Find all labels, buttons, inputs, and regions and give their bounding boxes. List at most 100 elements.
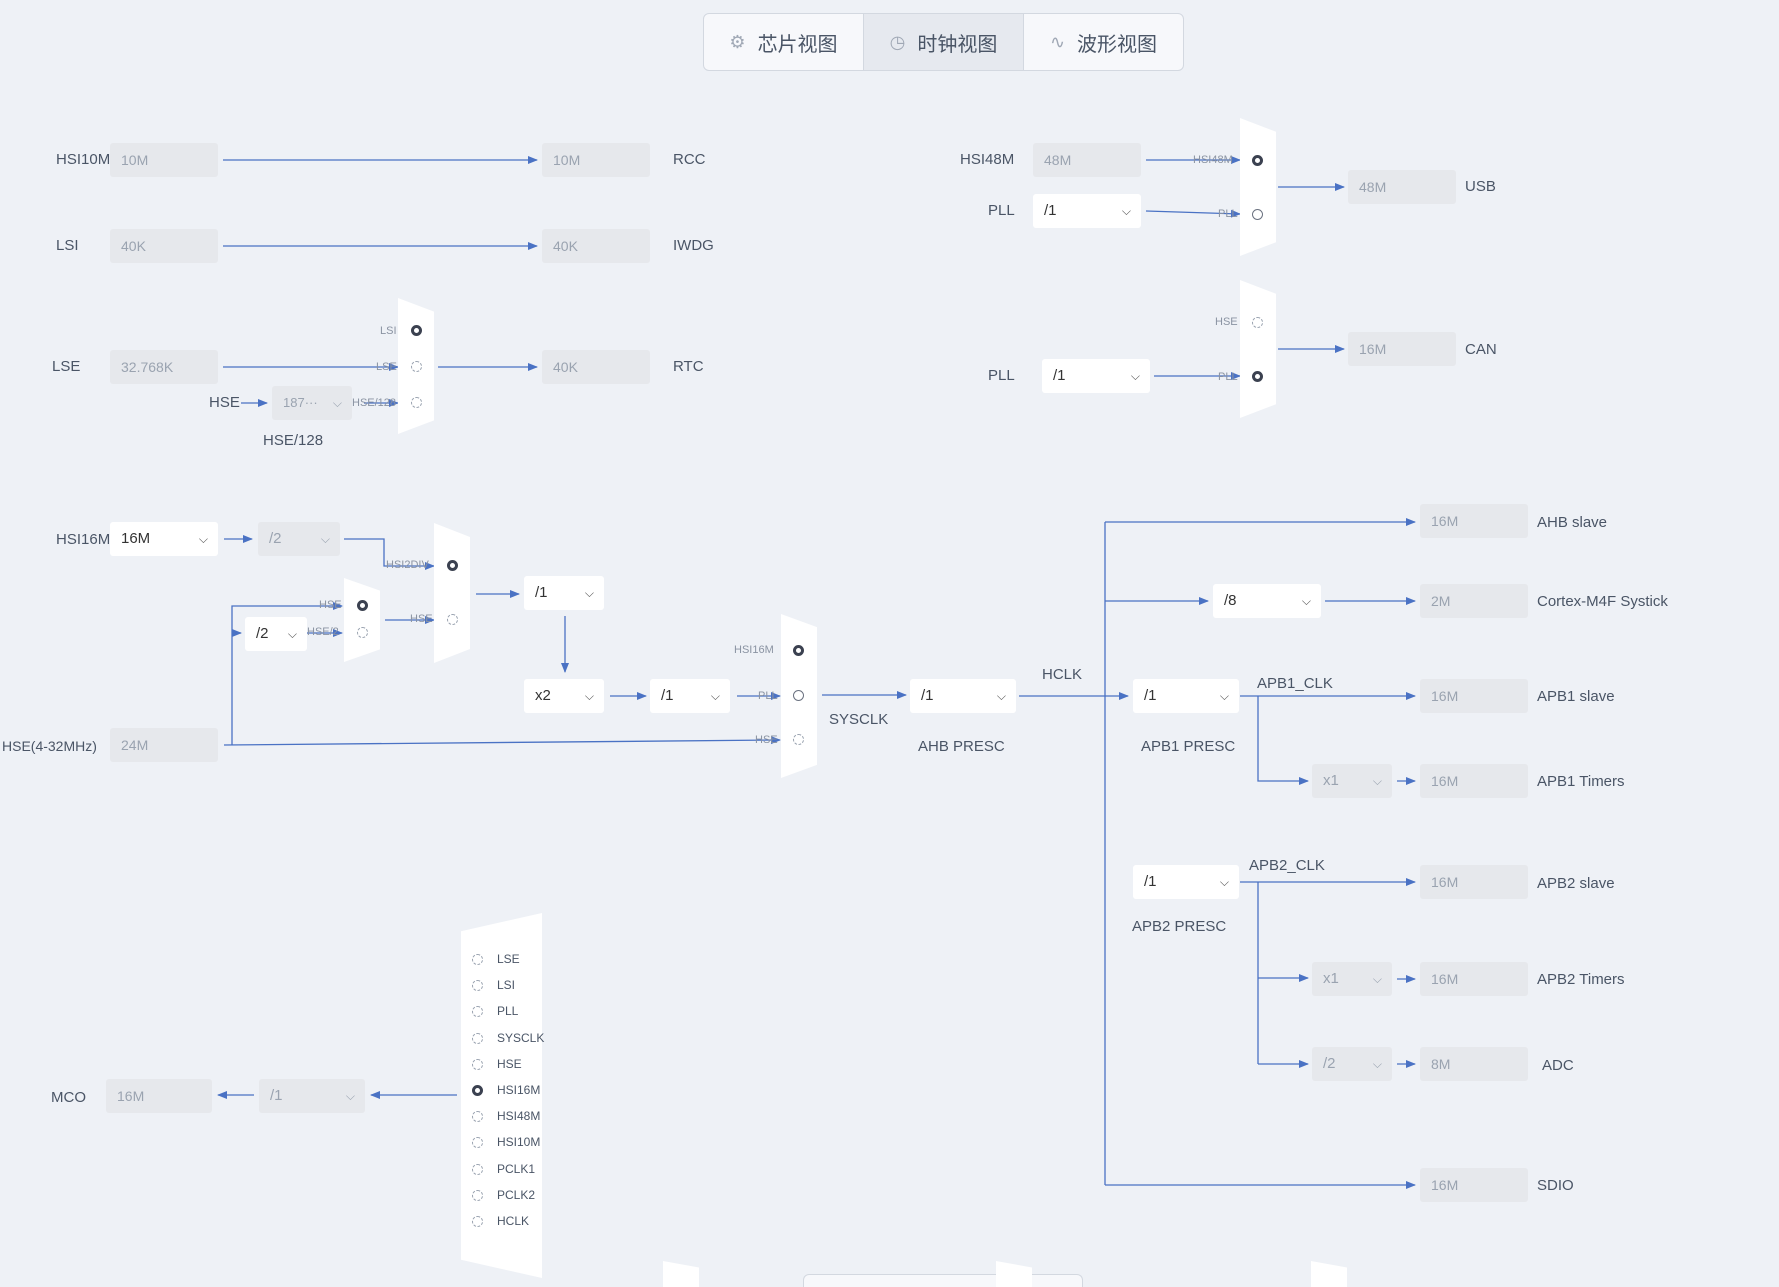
pll-hse-radio-hse2[interactable] xyxy=(357,627,368,638)
rcc-value: 10M xyxy=(542,143,650,177)
can-source-mux xyxy=(1240,280,1276,418)
can-label: CAN xyxy=(1465,341,1497,358)
can-mux-input-pll: PLL xyxy=(1218,371,1238,383)
mco-radio-pclk1[interactable] xyxy=(472,1163,483,1175)
apb1-slave-value: 16M xyxy=(1420,679,1528,713)
hclk-label: HCLK xyxy=(1042,666,1083,683)
mco-radio-hse[interactable] xyxy=(472,1058,483,1070)
hse-divider-select[interactable]: /2⌵ xyxy=(245,617,307,651)
chevron-down-icon: ⌵ xyxy=(1372,774,1382,788)
pll-source-mux xyxy=(434,523,470,663)
pll-mux-input-hsi2div: HSI2DIV xyxy=(386,559,429,571)
pll-multiplier-select[interactable]: x2⌵ xyxy=(524,679,604,713)
tab-waveform-view[interactable]: ∿波形视图 xyxy=(1049,31,1158,56)
tab-chip-view[interactable]: ⚙芯片视图 xyxy=(704,14,864,70)
mco-radio-lse[interactable] xyxy=(472,954,483,965)
mco-divider-select[interactable]: /1⌵ xyxy=(259,1079,365,1113)
sysclk-radio-hse[interactable] xyxy=(793,734,804,745)
chevron-down-icon: ⌵ xyxy=(345,1089,355,1103)
systick-divider-select[interactable]: /8⌵ xyxy=(1213,584,1321,618)
apb1-prescaler-select[interactable]: /1⌵ xyxy=(1133,679,1239,713)
pll-hse-mux-input-hse2: HSE/2 xyxy=(307,626,339,638)
mco-value: 16M xyxy=(106,1079,212,1113)
sysclk-mux-input-hsi16m: HSI16M xyxy=(734,644,774,656)
mco-option-pclk2: PCLK2 xyxy=(497,1187,536,1202)
usb-value: 48M xyxy=(1348,170,1456,204)
rtc-radio-lsi[interactable] xyxy=(411,325,422,336)
hsi16-divider-select[interactable]: /2⌵ xyxy=(258,522,340,556)
usb-label: USB xyxy=(1465,178,1496,195)
apb1-timer-multiplier-select[interactable]: x1⌵ xyxy=(1312,764,1392,798)
chevron-down-icon: ⌵ xyxy=(996,689,1006,703)
ahb-prescaler-select[interactable]: /1⌵ xyxy=(910,679,1016,713)
view-tabs: ⚙芯片视图 ◷时钟视图 ∿波形视图 xyxy=(703,13,1184,71)
mco-radio-pll[interactable] xyxy=(472,1006,483,1018)
chevron-down-icon: ⌵ xyxy=(287,627,297,641)
tab-clock-view[interactable]: ◷时钟视图 xyxy=(864,14,1024,70)
lse-label: LSE xyxy=(52,358,81,375)
pll-radio-hsi2div[interactable] xyxy=(447,560,458,571)
sysclk-label: SYSCLK xyxy=(829,711,889,728)
can-radio-hse[interactable] xyxy=(1252,317,1263,328)
partial-mux-left xyxy=(663,1261,699,1287)
partial-mux-right xyxy=(1311,1261,1347,1287)
apb2-clk-label: APB2_CLK xyxy=(1249,857,1325,874)
pll-hse-radio-hse[interactable] xyxy=(357,600,368,611)
systick-value: 2M xyxy=(1420,584,1528,618)
adc-label: ADC xyxy=(1542,1057,1574,1074)
mco-option-lsi: LSI xyxy=(497,978,516,993)
can-pll-divider-select[interactable]: /1⌵ xyxy=(1042,359,1150,393)
mco-radio-hclk[interactable] xyxy=(472,1216,483,1227)
mco-radio-sysclk[interactable] xyxy=(472,1032,483,1044)
can-radio-pll[interactable] xyxy=(1252,371,1263,382)
can-pll-label: PLL xyxy=(988,367,1015,384)
mco-option-hsi10m: HSI10M xyxy=(497,1135,541,1150)
mco-radio-pclk2[interactable] xyxy=(472,1189,483,1201)
mco-radio-hsi10m[interactable] xyxy=(472,1137,483,1149)
chevron-down-icon: ⌵ xyxy=(1372,1057,1382,1071)
apb1-clk-label: APB1_CLK xyxy=(1257,675,1333,692)
chevron-down-icon: ⌵ xyxy=(1130,369,1140,383)
mco-label: MCO xyxy=(51,1089,86,1106)
chevron-down-icon: ⌵ xyxy=(198,532,208,546)
mco-radio-hsi48m[interactable] xyxy=(472,1111,483,1123)
sysclk-radio-hsi16m[interactable] xyxy=(793,645,804,656)
usb-pll-label: PLL xyxy=(988,202,1015,219)
chevron-down-icon: ⌵ xyxy=(1372,972,1382,986)
waveform-icon: ∿ xyxy=(1049,31,1066,52)
sysclk-radio-pll[interactable] xyxy=(793,690,804,701)
hse-value: 24M xyxy=(110,728,218,762)
pll-radio-hse[interactable] xyxy=(447,614,458,625)
pll-prediv-select[interactable]: /1⌵ xyxy=(524,576,604,610)
chevron-down-icon: ⌵ xyxy=(584,586,594,600)
rtc-mux-input-lse: LSE xyxy=(376,361,397,373)
hsi48m-label: HSI48M xyxy=(960,151,1015,168)
adc-value: 8M xyxy=(1420,1047,1528,1081)
rtc-hse-divider-select[interactable]: 187···⌵ xyxy=(272,386,352,420)
apb2-slave-value: 16M xyxy=(1420,865,1528,899)
chevron-down-icon: ⌵ xyxy=(1219,689,1229,703)
usb-pll-divider-select[interactable]: /1⌵ xyxy=(1033,194,1141,228)
mco-option-hsi16m: HSI16M xyxy=(497,1083,541,1097)
hsi10m-label: HSI10M xyxy=(56,151,111,168)
hsi16m-select[interactable]: 16M⌵ xyxy=(110,522,218,556)
chip-icon: ⚙ xyxy=(729,31,746,52)
usb-source-mux xyxy=(1240,118,1276,256)
usb-radio-hsi48m[interactable] xyxy=(1252,155,1263,166)
apb1-presc-label: APB1 PRESC xyxy=(1141,738,1236,755)
ahb-slave-label: AHB slave xyxy=(1537,514,1608,531)
rtc-radio-lse[interactable] xyxy=(411,361,422,372)
usb-radio-pll[interactable] xyxy=(1252,209,1263,220)
apb2-prescaler-select[interactable]: /1⌵ xyxy=(1133,865,1239,899)
rtc-mux-input-lsi: LSI xyxy=(380,325,397,337)
can-value: 16M xyxy=(1348,332,1456,366)
mco-radio-hsi16m[interactable] xyxy=(472,1085,483,1096)
mco-radio-lsi[interactable] xyxy=(472,980,483,992)
adc-divider-select[interactable]: /2⌵ xyxy=(1312,1047,1392,1081)
apb2-timer-multiplier-select[interactable]: x1⌵ xyxy=(1312,962,1392,996)
apb1-timers-value: 16M xyxy=(1420,764,1528,798)
usb-mux-input-pll: PLL xyxy=(1218,208,1238,220)
rtc-radio-hse128[interactable] xyxy=(411,397,422,408)
pll-postdiv-select[interactable]: /1⌵ xyxy=(650,679,730,713)
pll-mux-input-hse: HSE xyxy=(410,613,433,625)
